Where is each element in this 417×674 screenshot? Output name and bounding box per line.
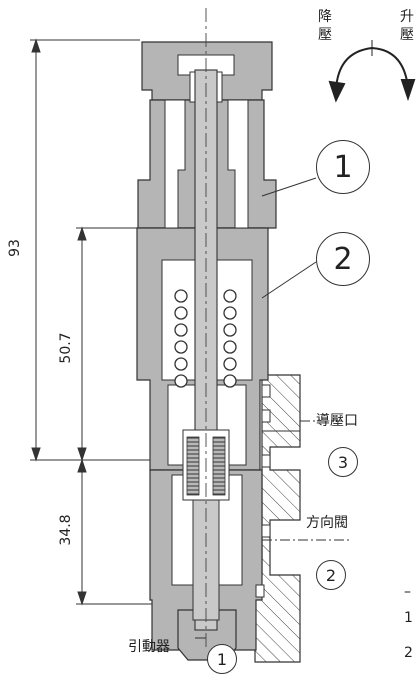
rotation-decrease-char-2: 壓 xyxy=(318,27,332,43)
pilot-port-label: 導壓口 xyxy=(316,413,358,429)
rotation-increase-char-2: 壓 xyxy=(400,27,414,43)
edge-number-2: 2 xyxy=(404,645,413,661)
callout-small-1: 1 xyxy=(207,644,237,674)
dimension-lower xyxy=(76,458,152,606)
edge-number-1: 1 xyxy=(404,610,413,626)
directional-valve-label: 方向閥 xyxy=(306,515,348,531)
callout-large-2: 2 xyxy=(316,232,370,286)
dimension-upper-label: 50.7 xyxy=(58,332,74,364)
rotation-arrows xyxy=(328,40,416,103)
leader-lines xyxy=(195,177,352,639)
dimension-upper xyxy=(76,226,137,462)
edge-dash: – xyxy=(404,584,411,600)
callout-large-1: 1 xyxy=(316,140,370,194)
dimension-lower-label: 34.8 xyxy=(58,514,74,546)
rotation-increase-char-1: 升 xyxy=(400,9,414,25)
callout-small-2: 2 xyxy=(316,560,346,590)
spring xyxy=(174,289,237,388)
actuator-label: 引動器 xyxy=(128,639,170,655)
seals xyxy=(255,384,271,598)
callout-3: 3 xyxy=(328,447,358,477)
rotation-decrease-char-1: 降 xyxy=(318,9,332,25)
dimension-overall xyxy=(30,38,150,462)
dimension-overall-label: 93 xyxy=(7,239,23,257)
